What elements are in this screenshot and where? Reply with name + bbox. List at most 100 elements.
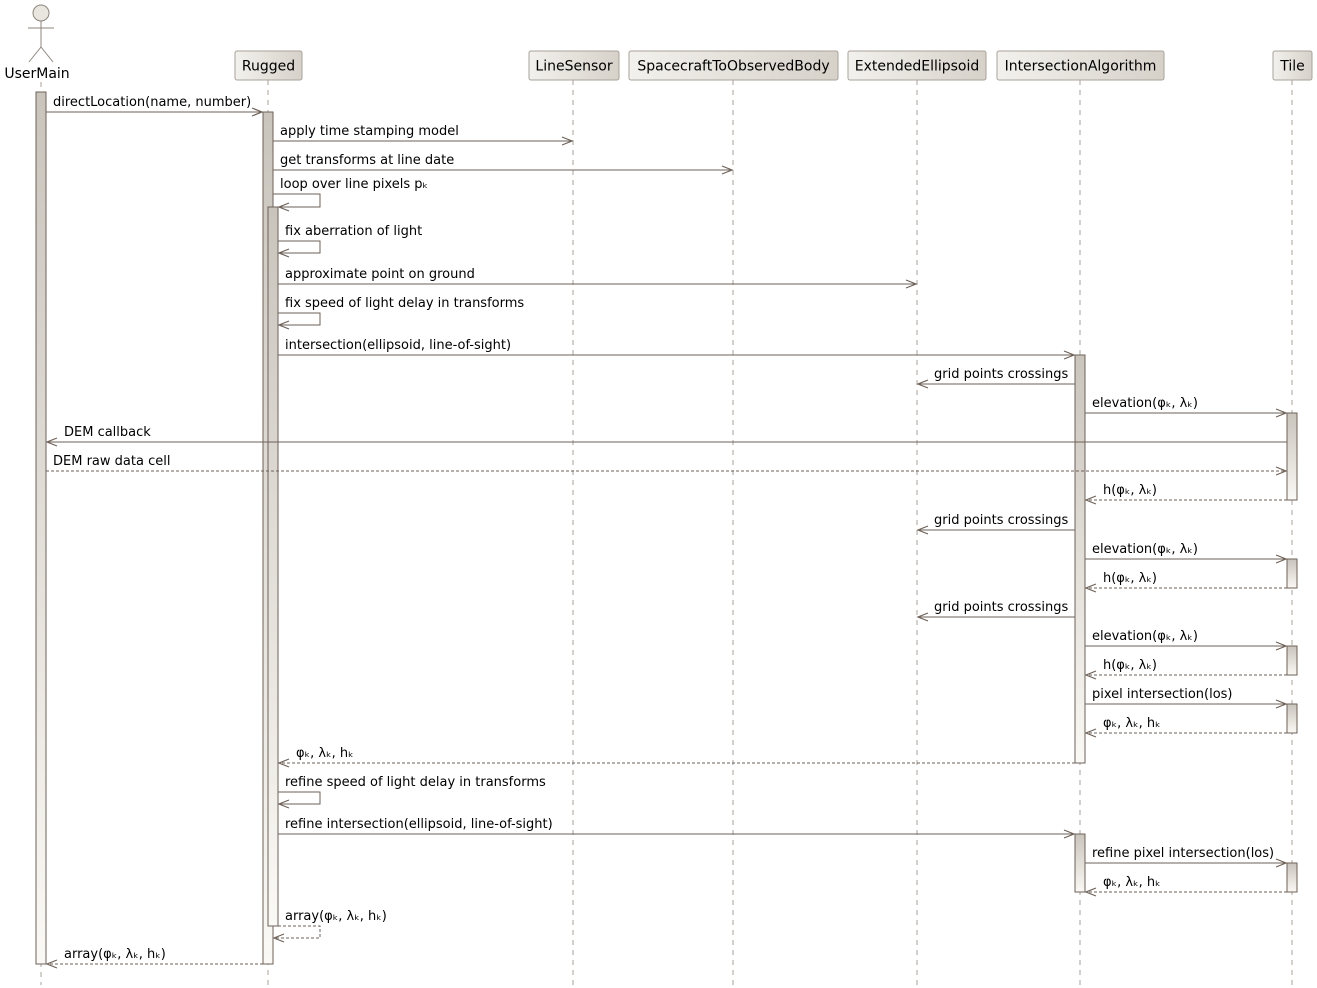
participant-name: Tile [1279,59,1305,75]
arrowhead [277,758,290,768]
arrowhead [1084,583,1097,593]
message: get transforms at line date [273,153,734,175]
arrowhead [1084,887,1097,897]
message: grid points crossings [916,513,1075,535]
participant-tile: Tile [1272,50,1313,81]
message-label: φₖ, λₖ, hₖ [1103,875,1161,890]
arrowhead [1275,699,1288,709]
participant-box [847,50,987,81]
message-label: refine intersection(ellipsoid, line-of-s… [285,817,553,832]
arrowhead [721,165,734,175]
arrowhead [251,107,264,117]
message: fix speed of light delay in transforms [277,296,524,330]
message: DEM raw data cell [46,454,1288,476]
participant-user: UserMain [4,4,70,82]
message-label: refine speed of light delay in transform… [285,775,546,790]
message-label: apply time stamping model [280,124,459,139]
activation-bar-tile [1286,862,1298,893]
participant-rug: Rugged [234,50,303,81]
message: approximate point on ground [278,267,918,289]
arrowhead [277,248,290,258]
message: grid points crossings [916,600,1075,622]
message: intersection(ellipsoid, line-of-sight) [278,338,1076,360]
participant-name: ExtendedEllipsoid [855,59,980,75]
message: φₖ, λₖ, hₖ [277,746,1075,768]
arrowhead [1275,554,1288,564]
message: pixel intersection(los) [1085,687,1288,709]
message-label: DEM raw data cell [53,454,170,469]
message-label: loop over line pixels pₖ [280,177,428,192]
participant-name: IntersectionAlgorithm [1005,59,1157,75]
participant-ls: LineSensor [528,50,620,81]
arrowhead [1275,641,1288,651]
activation-bar-tile [1286,558,1298,589]
message-label: pixel intersection(los) [1092,687,1233,702]
arrowhead [905,279,918,289]
arrowhead [1084,495,1097,505]
message: h(φₖ, λₖ) [1084,571,1287,593]
message-label: array(φₖ, λₖ, hₖ) [285,909,387,924]
message: directLocation(name, number) [46,95,264,117]
message-arrow [274,925,321,939]
activation-bar-tile [1286,645,1298,676]
message-label: directLocation(name, number) [53,95,251,110]
participant-box [996,50,1165,81]
message-arrow [278,791,321,805]
message: elevation(φₖ, λₖ) [1085,396,1288,418]
message: array(φₖ, λₖ, hₖ) [45,947,263,969]
message: elevation(φₖ, λₖ) [1085,629,1288,651]
activation-bar-tile [1286,703,1298,734]
message: refine intersection(ellipsoid, line-of-s… [278,817,1076,839]
arrowhead [561,136,574,146]
arrowhead [45,437,58,447]
message-label: fix speed of light delay in transforms [285,296,524,311]
message: h(φₖ, λₖ) [1084,483,1287,505]
participant-name: Rugged [242,59,295,75]
message-label: DEM callback [64,425,151,440]
message: array(φₖ, λₖ, hₖ) [272,909,387,943]
activation-bar-ia [1074,833,1086,893]
message-label: elevation(φₖ, λₖ) [1092,396,1198,411]
message-arrow [273,193,321,208]
activation-bar-tile [1286,412,1298,501]
participant-box [528,50,620,81]
message: loop over line pixels pₖ [273,177,428,212]
message-label: fix aberration of light [285,224,422,239]
activation-bar-rug [267,206,279,927]
participant-name: UserMain [4,66,69,82]
participant-box [1272,50,1313,81]
arrowhead [1084,670,1097,680]
message: refine pixel intersection(los) [1085,846,1288,868]
arrowhead [277,202,290,212]
message-label: get transforms at line date [280,153,454,168]
arrowhead [916,525,929,535]
activation-bar-user [35,91,47,965]
participant-sc: SpacecraftToObservedBody [628,50,839,81]
message-label: φₖ, λₖ, hₖ [296,746,354,761]
arrowhead [916,612,929,622]
message-label: refine pixel intersection(los) [1092,846,1274,861]
message-label: h(φₖ, λₖ) [1103,658,1157,673]
arrowhead [1275,408,1288,418]
participant-name: LineSensor [535,59,612,75]
participant-ia: IntersectionAlgorithm [996,50,1165,81]
arrowhead [272,933,285,943]
participant-box [234,50,303,81]
arrowhead [277,320,290,330]
message-label: array(φₖ, λₖ, hₖ) [64,947,166,962]
arrowhead [1275,858,1288,868]
message-label: grid points crossings [934,513,1068,528]
message: fix aberration of light [277,224,422,258]
arrowhead [1063,350,1076,360]
message: elevation(φₖ, λₖ) [1085,542,1288,564]
message: refine speed of light delay in transform… [277,775,546,809]
participant-box [628,50,839,81]
arrowhead [916,379,929,389]
message-label: intersection(ellipsoid, line-of-sight) [285,338,511,353]
message: apply time stamping model [273,124,574,146]
message-label: h(φₖ, λₖ) [1103,483,1157,498]
message-label: h(φₖ, λₖ) [1103,571,1157,586]
arrowhead [45,959,58,969]
message: DEM callback [45,425,1287,447]
